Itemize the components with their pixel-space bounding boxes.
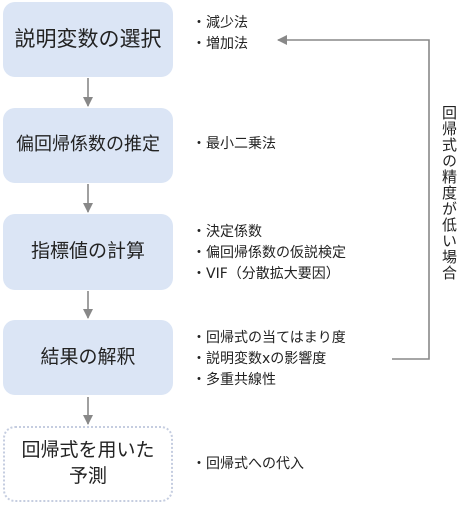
step-bullets-5: ・回帰式への代入 <box>192 454 304 475</box>
feedback-loop-arrow <box>277 35 430 360</box>
bullet-item: ・増加法 <box>192 36 248 52</box>
step-box-5: 回帰式を用いた予測 <box>3 426 173 502</box>
bullet-item: ・減少法 <box>192 15 248 31</box>
bullet-item: ・VIF（分散拡大要因） <box>192 266 340 282</box>
step-label-4: 結果の解釈 <box>40 345 136 368</box>
step-label-2: 偏回帰係数の推定 <box>16 134 160 156</box>
bullet-item: ・説明変数xの影響度 <box>192 351 327 367</box>
bullet-item: ・回帰式への代入 <box>192 456 304 472</box>
bullet-item: ・偏回帰係数の仮説検定 <box>192 245 346 261</box>
step-box-2: 偏回帰係数の推定 <box>3 108 173 183</box>
step-box-3: 指標値の計算 <box>3 214 173 290</box>
bullet-item: ・最小二乗法 <box>192 136 276 152</box>
step-bullets-2: ・最小二乗法 <box>192 134 276 155</box>
step-label-5: 回帰式を用いた予測 <box>21 439 155 487</box>
step-label-3: 指標値の計算 <box>30 240 145 263</box>
feedback-label: 回帰式の精度が低い場合 <box>440 105 458 281</box>
step-bullets-1: ・減少法 ・増加法 <box>192 13 248 55</box>
step-label-1: 説明変数の選択 <box>14 27 162 52</box>
step-box-1: 説明変数の選択 <box>3 2 173 77</box>
bullet-item: ・決定係数 <box>192 224 262 240</box>
step-bullets-3: ・決定係数 ・偏回帰係数の仮説検定 ・VIF（分散拡大要因） <box>192 222 346 285</box>
step-bullets-4: ・回帰式の当てはまり度 ・説明変数xの影響度 ・多重共線性 <box>192 328 346 391</box>
bullet-item: ・回帰式の当てはまり度 <box>192 330 346 346</box>
bullet-item: ・多重共線性 <box>192 372 276 388</box>
step-box-4: 結果の解釈 <box>3 320 173 395</box>
